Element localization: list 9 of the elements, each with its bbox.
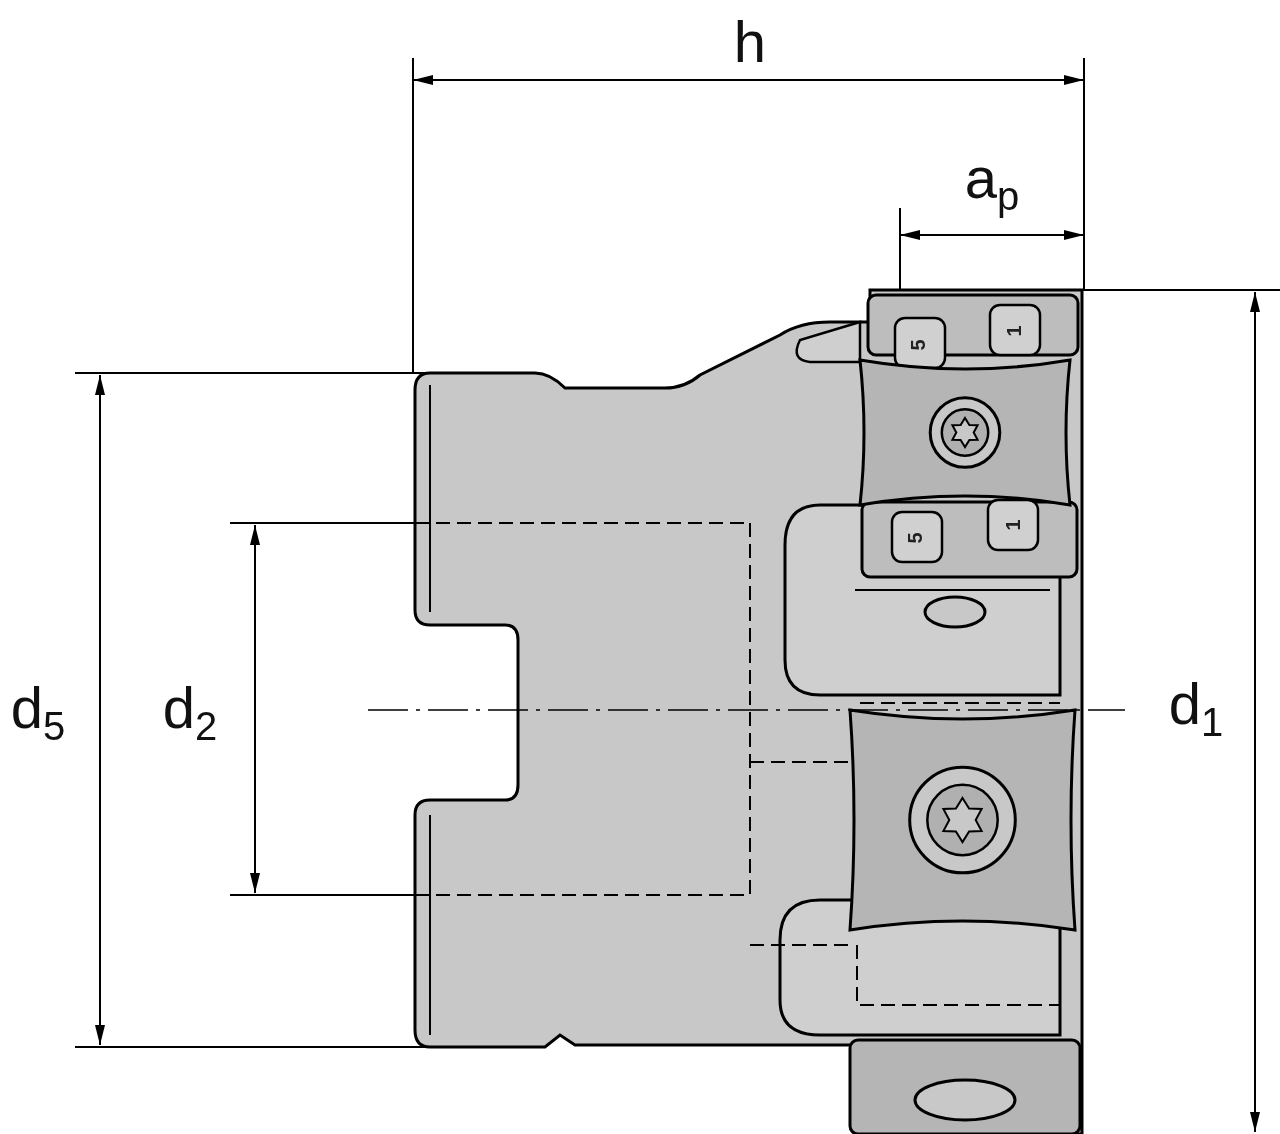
insert-marking: 5 xyxy=(908,339,928,351)
dimension-label: d$_{5}$ xyxy=(10,678,66,746)
dimension-label: h xyxy=(733,13,767,71)
insert-marking: 5 xyxy=(905,532,925,544)
dimension-label: d$_{1}$ xyxy=(1168,674,1224,742)
insert-marking: 1 xyxy=(1003,519,1023,531)
dimension-label: d$_{2}$ xyxy=(162,678,218,746)
dimension-label: a$_{p}$ xyxy=(964,148,1020,216)
insert-marking: 1 xyxy=(1004,325,1024,337)
